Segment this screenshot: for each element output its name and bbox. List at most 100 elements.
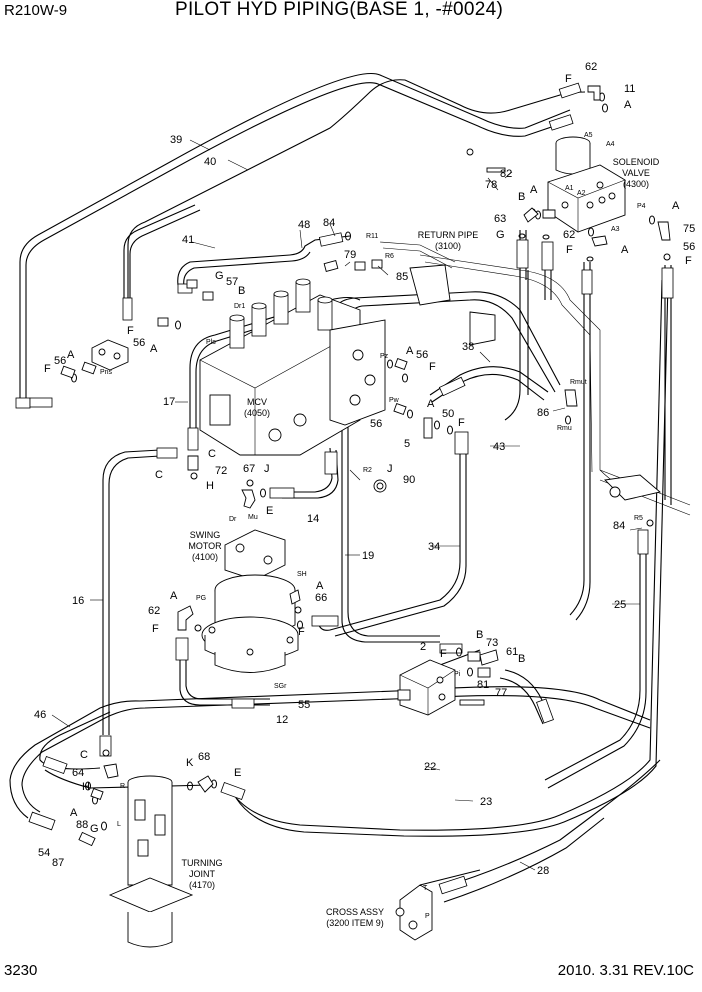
svg-text:G: G: [90, 823, 99, 835]
svg-text:R6: R6: [385, 253, 394, 260]
svg-text:SGr: SGr: [274, 683, 287, 690]
svg-text:B: B: [518, 191, 525, 203]
svg-text:Pw: Pw: [389, 397, 400, 404]
svg-text:A1: A1: [565, 185, 574, 192]
svg-text:A: A: [406, 345, 414, 357]
svg-text:55: 55: [298, 699, 310, 711]
svg-text:T: T: [423, 885, 428, 892]
svg-text:28: 28: [537, 865, 549, 877]
svg-text:(4100): (4100): [192, 552, 218, 562]
svg-text:50: 50: [442, 408, 454, 420]
svg-text:38: 38: [462, 341, 474, 353]
svg-text:17: 17: [163, 396, 175, 408]
hose-left-risers: [123, 204, 201, 300]
component-captions: SOLENOID VALVE (4300) RETURN PIPE (3100)…: [182, 157, 660, 928]
svg-text:A3: A3: [611, 226, 620, 233]
svg-text:A2: A2: [577, 190, 586, 197]
svg-text:16: 16: [72, 595, 84, 607]
hose-16: [102, 449, 161, 735]
svg-text:(4300): (4300): [623, 179, 649, 189]
elbow-connector: [103, 85, 671, 793]
svg-text:25: 25: [614, 599, 626, 611]
svg-text:F: F: [566, 244, 573, 256]
svg-text:J: J: [387, 463, 393, 475]
svg-text:23: 23: [480, 796, 492, 808]
return-pipe-caption: RETURN PIPE: [418, 230, 479, 240]
svg-text:62: 62: [585, 61, 597, 73]
svg-text:R11: R11: [366, 233, 378, 240]
svg-text:B: B: [518, 653, 525, 665]
svg-text:Dr: Dr: [229, 516, 237, 523]
svg-text:A: A: [150, 343, 158, 355]
svg-text:Pz: Pz: [380, 353, 389, 360]
svg-text:68: 68: [198, 751, 210, 763]
svg-text:B: B: [476, 629, 483, 641]
svg-text:J: J: [264, 463, 270, 475]
svg-text:78: 78: [485, 179, 497, 191]
svg-text:14: 14: [307, 513, 319, 525]
svg-text:85: 85: [396, 271, 408, 283]
svg-text:88: 88: [76, 819, 88, 831]
svg-text:PG: PG: [196, 595, 206, 602]
hose-25: [544, 545, 647, 789]
svg-text:81: 81: [477, 679, 489, 691]
svg-text:C: C: [155, 469, 163, 481]
svg-text:E: E: [266, 505, 273, 517]
svg-text:87: 87: [52, 857, 64, 869]
svg-text:P: P: [425, 913, 430, 920]
svg-text:56: 56: [54, 355, 66, 367]
svg-text:72: 72: [215, 465, 227, 477]
hose-right-verticals: [519, 230, 672, 621]
svg-text:54: 54: [38, 847, 50, 859]
svg-text:19: 19: [362, 550, 374, 562]
svg-text:G: G: [496, 229, 505, 241]
svg-text:56: 56: [370, 418, 382, 430]
svg-text:SH: SH: [297, 571, 307, 578]
svg-text:86: 86: [537, 407, 549, 419]
page-title: PILOT HYD PIPING(BASE 1, -#0024): [175, 0, 504, 20]
svg-text:46: 46: [34, 709, 46, 721]
svg-text:F: F: [458, 417, 465, 429]
plug: [373, 148, 474, 493]
svg-text:48: 48: [298, 219, 310, 231]
hose-41: [177, 235, 351, 287]
svg-text:Pns: Pns: [100, 369, 113, 376]
svg-text:12: 12: [276, 714, 288, 726]
pns-block: [91, 339, 129, 371]
svg-text:F: F: [152, 623, 159, 635]
svg-text:F: F: [440, 648, 447, 660]
svg-text:Pls: Pls: [206, 339, 216, 346]
svg-text:(3200 ITEM 9): (3200 ITEM 9): [326, 918, 384, 928]
svg-text:A: A: [427, 398, 435, 410]
svg-text:MOTOR: MOTOR: [188, 541, 222, 551]
svg-text:(4050): (4050): [244, 408, 270, 418]
svg-text:F: F: [565, 73, 572, 85]
svg-text:A4: A4: [606, 141, 615, 148]
cross-assy: [395, 884, 433, 941]
page-number: 3230: [4, 962, 38, 979]
hose-28: [419, 759, 661, 903]
svg-text:56: 56: [683, 241, 695, 253]
svg-text:A: A: [621, 244, 629, 256]
cross-assy-caption: CROSS ASSY: [326, 907, 384, 917]
svg-text:41: 41: [182, 234, 194, 246]
svg-text:34: 34: [428, 541, 440, 553]
leader-lines: [51, 139, 643, 871]
svg-text:A: A: [70, 807, 78, 819]
svg-text:A: A: [624, 99, 632, 111]
svg-text:(4170): (4170): [189, 880, 215, 890]
svg-text:B: B: [238, 285, 245, 297]
turning-joint: [108, 775, 194, 948]
svg-text:G: G: [215, 270, 224, 282]
svg-text:P4: P4: [637, 203, 646, 210]
svg-text:84: 84: [613, 520, 625, 532]
svg-text:67: 67: [243, 463, 255, 475]
model-code: R210W-9: [4, 2, 68, 19]
svg-text:H: H: [206, 480, 214, 492]
svg-text:E: E: [234, 767, 241, 779]
hose-39-40-pair: [19, 72, 586, 404]
solenoid-valve: [547, 136, 626, 233]
svg-text:F: F: [127, 325, 134, 337]
port-labels: A5 A4 A1 A2 A3 P4 R11 R6 Dr1 Pls Pns Pz …: [100, 132, 646, 920]
return-pipe-links: [379, 241, 456, 269]
